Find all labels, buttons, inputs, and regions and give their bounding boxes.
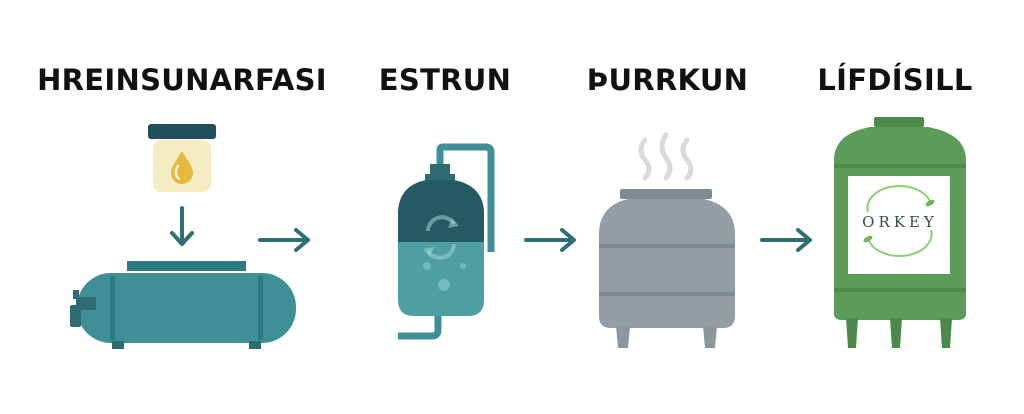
step-title-drying: ÞURRKUN	[586, 63, 749, 97]
orkey-logo: ORKEY	[862, 184, 938, 258]
oil-jar-icon	[148, 124, 216, 192]
right-arrow-icon	[258, 228, 310, 252]
down-arrow-icon	[170, 206, 194, 246]
step-title-esterification: ESTRUN	[378, 63, 512, 97]
right-arrow-icon	[524, 228, 576, 252]
logo-wordmark: ORKEY	[862, 213, 938, 231]
step-title-biodiesel: LÍFDÍSILL	[817, 63, 973, 97]
drying-tank-icon	[599, 189, 735, 348]
step-title-cleaning: HREINSUNARFASI	[37, 63, 327, 97]
reactor-vessel-icon	[398, 143, 495, 340]
biodiesel-tank-icon	[834, 117, 966, 348]
horizontal-tank-icon	[70, 261, 296, 349]
steam-icon	[638, 132, 694, 181]
right-arrow-icon	[760, 228, 812, 252]
